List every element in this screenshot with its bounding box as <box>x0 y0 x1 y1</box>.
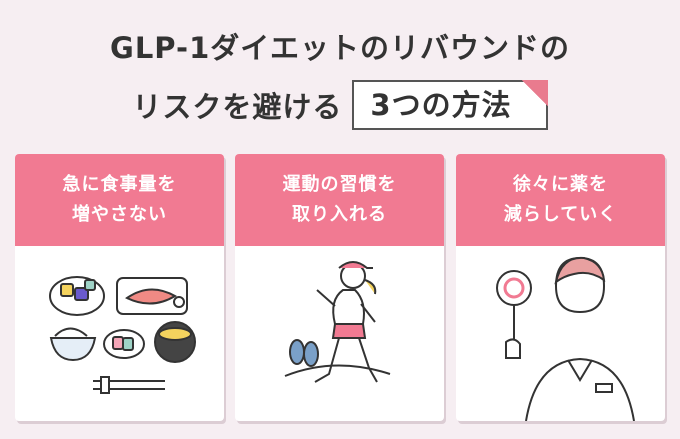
walking-woman-icon <box>284 261 391 383</box>
title-highlight-text: 3つの方法 <box>370 88 512 122</box>
meal-set-icon <box>49 276 196 394</box>
doctor-with-ok-sign-icon <box>496 256 635 421</box>
title-highlight-box: 3つの方法 <box>352 80 548 130</box>
method-card-2: 運動の習慣を 取り入れる <box>235 154 444 421</box>
method-card-3: 徐々に薬を 減らしていく <box>456 154 665 421</box>
method-card-3-header: 徐々に薬を 減らしていく <box>456 154 665 246</box>
page-title-line2: リスクを避ける 3つの方法 <box>0 80 680 130</box>
card-3-line2: 減らしていく <box>503 204 618 225</box>
card-1-line2: 増やさない <box>72 204 167 225</box>
title-prefix: リスクを避ける <box>132 90 343 124</box>
card-3-line1: 徐々に薬を <box>513 174 608 195</box>
card-1-line1: 急に食事量を <box>62 174 177 195</box>
corner-fold-icon <box>521 80 548 106</box>
method-card-1: 急に食事量を 増やさない <box>15 154 224 421</box>
method-card-1-header: 急に食事量を 増やさない <box>15 154 224 246</box>
page-title-line1: GLP-1ダイエットのリバウンドの <box>110 31 570 65</box>
card-2-line2: 取り入れる <box>292 204 387 225</box>
method-card-2-header: 運動の習慣を 取り入れる <box>235 154 444 246</box>
card-2-line1: 運動の習慣を <box>282 174 397 195</box>
